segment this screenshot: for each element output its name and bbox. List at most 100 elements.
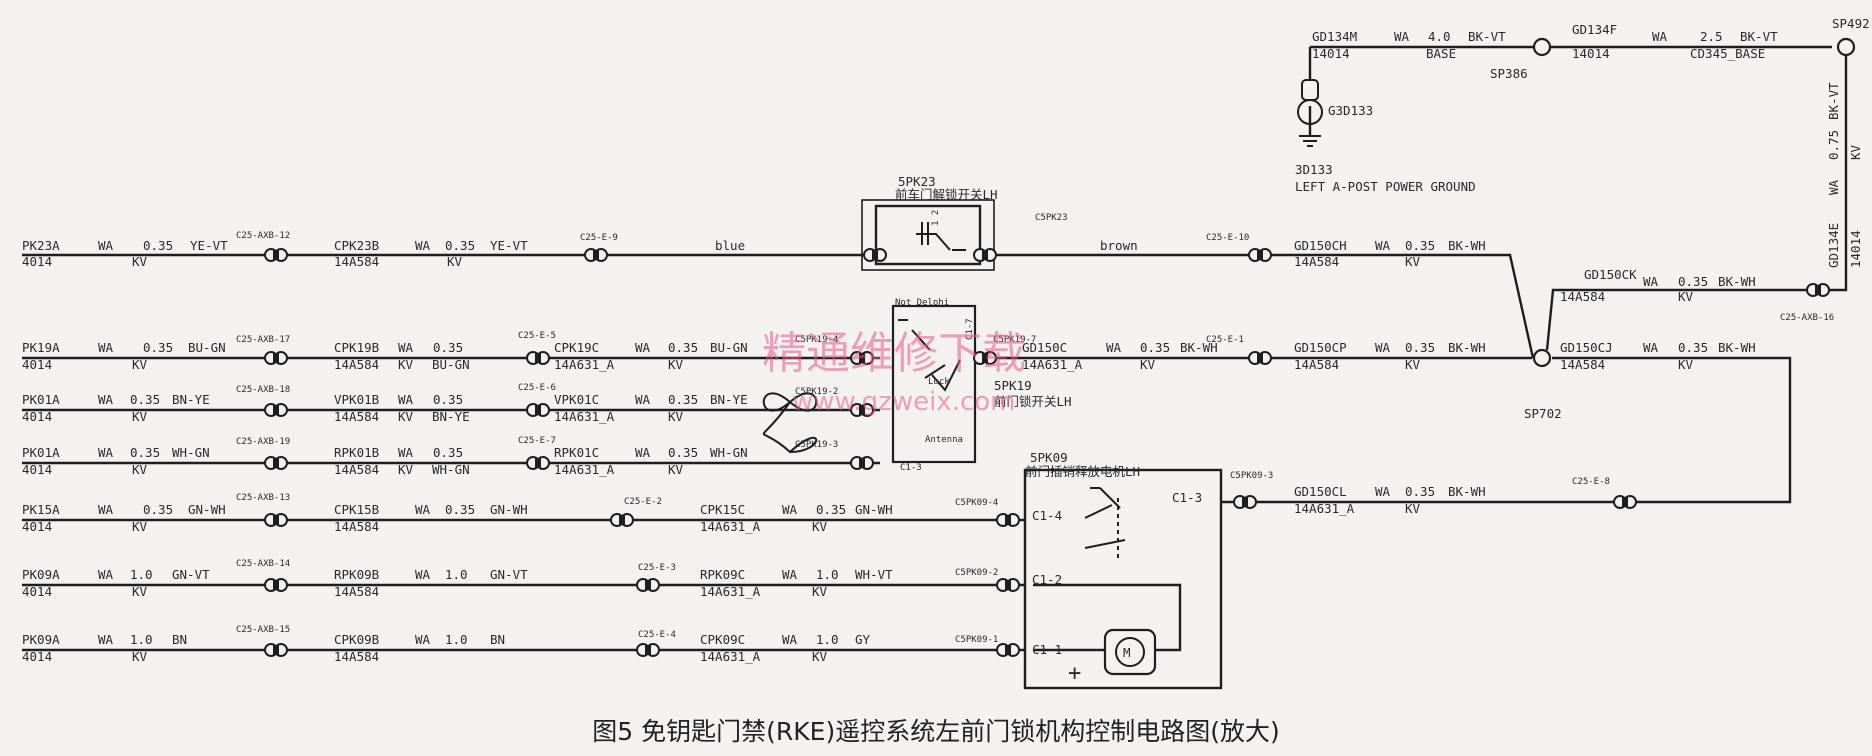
svg-text:blue: blue <box>715 238 745 253</box>
label-sp492: SP492 <box>1832 16 1870 31</box>
svg-text:14A584: 14A584 <box>334 584 379 599</box>
svg-text:WA: WA <box>1375 340 1391 355</box>
svg-text:WA: WA <box>398 392 414 407</box>
component-5pk19: Not Delphi Lock Antenna C1-3 C1-7 5PK19 … <box>795 298 1072 473</box>
svg-text:WA: WA <box>635 445 651 460</box>
svg-text:KV: KV <box>1405 357 1421 372</box>
svg-text:14A631_A: 14A631_A <box>700 649 761 664</box>
svg-text:GD150CJ: GD150CJ <box>1560 340 1613 355</box>
svg-text:14A631_A: 14A631_A <box>700 519 761 534</box>
svg-text:0.35: 0.35 <box>143 340 173 355</box>
motor-icon: M <box>1123 645 1131 660</box>
svg-text:CPK19C: CPK19C <box>554 340 599 355</box>
watermark-main: 精通维修下载 <box>762 328 1026 379</box>
svg-text:WA: WA <box>98 502 114 517</box>
svg-text:14A584: 14A584 <box>334 357 379 372</box>
svg-text:14A584: 14A584 <box>1294 254 1339 269</box>
svg-text:4014: 4014 <box>22 462 52 477</box>
svg-text:0.35: 0.35 <box>433 340 463 355</box>
svg-text:4014: 4014 <box>22 584 52 599</box>
label-c5pk09-3: C5PK09-3 <box>1230 471 1273 481</box>
svg-text:1.0: 1.0 <box>445 567 468 582</box>
svg-text:KV: KV <box>132 254 148 269</box>
svg-text:GN-WH: GN-WH <box>855 502 893 517</box>
svg-text:C25-E-3: C25-E-3 <box>638 563 676 573</box>
svg-text:RPK01B: RPK01B <box>334 445 379 460</box>
svg-text:BN-YE: BN-YE <box>172 392 210 407</box>
svg-text:C25-E-2: C25-E-2 <box>624 497 662 507</box>
svg-text:WA: WA <box>782 567 798 582</box>
svg-text:BN-YE: BN-YE <box>710 392 748 407</box>
label-gd134f-sub: 14014 <box>1572 46 1610 61</box>
svg-text:RPK09C: RPK09C <box>700 567 745 582</box>
svg-text:1.0: 1.0 <box>445 632 468 647</box>
svg-text:GD150C: GD150C <box>1022 340 1067 355</box>
svg-text:CPK15B: CPK15B <box>334 502 379 517</box>
svg-text:KV: KV <box>1678 289 1694 304</box>
label-5pk19-lock: Lock <box>928 377 950 387</box>
svg-text:KV: KV <box>132 357 148 372</box>
svg-text:KV: KV <box>668 357 684 372</box>
svg-text:4014: 4014 <box>22 254 52 269</box>
label-vr-size: 0.75 <box>1826 130 1841 160</box>
svg-text:0.35: 0.35 <box>1678 340 1708 355</box>
svg-text:WA: WA <box>398 445 414 460</box>
svg-text:BK-WH: BK-WH <box>1448 238 1486 253</box>
svg-text:0.35: 0.35 <box>816 502 846 517</box>
svg-text:14A631_A: 14A631_A <box>554 357 615 372</box>
svg-text:WA: WA <box>782 502 798 517</box>
svg-text:14A631_A: 14A631_A <box>554 409 615 424</box>
label-gd134f-size: 2.5 <box>1700 29 1723 44</box>
svg-text:CPK09B: CPK09B <box>334 632 379 647</box>
label-c5pk19-4: C5PK19-4 <box>795 335 838 345</box>
svg-text:PK09A: PK09A <box>22 632 60 647</box>
label-gd134f-color: BK-VT <box>1740 29 1778 44</box>
svg-text:GN-WH: GN-WH <box>188 502 226 517</box>
label-5pk19-antenna: Antenna <box>925 435 963 445</box>
svg-text:PK19A: PK19A <box>22 340 60 355</box>
svg-text:KV: KV <box>447 254 463 269</box>
svg-text:KV: KV <box>1405 254 1421 269</box>
svg-text:KV: KV <box>132 462 148 477</box>
label-5pk23-id: 5PK23 <box>898 174 936 189</box>
label-gd134m-wa: WA <box>1394 29 1410 44</box>
svg-text:GN-WH: GN-WH <box>490 502 528 517</box>
svg-text:KV: KV <box>132 649 148 664</box>
splice-sp702 <box>1532 348 1552 368</box>
svg-text:CPK09C: CPK09C <box>700 632 745 647</box>
svg-text:KV: KV <box>398 409 414 424</box>
svg-text:KV: KV <box>132 584 148 599</box>
label-c5pk09-4: C5PK09-4 <box>955 498 998 508</box>
svg-text:KV: KV <box>668 409 684 424</box>
svg-text:0.35: 0.35 <box>668 445 698 460</box>
svg-text:WA: WA <box>635 340 651 355</box>
ground-g3d133 <box>1297 79 1323 147</box>
svg-text:1.0: 1.0 <box>130 632 153 647</box>
svg-text:KV: KV <box>668 462 684 477</box>
label-vr-wa: WA <box>1826 179 1841 195</box>
svg-text:BN-YE: BN-YE <box>432 409 470 424</box>
label-gd134f: GD134F <box>1572 22 1617 37</box>
svg-text:BN: BN <box>490 632 505 647</box>
label-5pk09-c1-2: C1-2 <box>1032 572 1062 587</box>
svg-text:WH-VT: WH-VT <box>855 567 893 582</box>
svg-text:1.0: 1.0 <box>816 632 839 647</box>
svg-text:GN-VT: GN-VT <box>490 567 528 582</box>
svg-text:KV: KV <box>398 462 414 477</box>
svg-text:GY: GY <box>855 632 871 647</box>
svg-text:1.0: 1.0 <box>130 567 153 582</box>
svg-text:WA: WA <box>635 392 651 407</box>
label-5pk09-c1-4: C1-4 <box>1032 508 1062 523</box>
label-gd134m-base: BASE <box>1426 46 1456 61</box>
svg-text:PK01A: PK01A <box>22 445 60 460</box>
svg-text:RPK09B: RPK09B <box>334 567 379 582</box>
label-c5pk09-1: C5PK09-1 <box>955 635 998 645</box>
label-vr-sub: 14014 <box>1848 230 1863 268</box>
svg-text:GD150CH: GD150CH <box>1294 238 1347 253</box>
svg-text:4014: 4014 <box>22 409 52 424</box>
label-vr-color: BK-VT <box>1826 82 1841 120</box>
svg-text:4014: 4014 <box>22 649 52 664</box>
svg-text:BN: BN <box>172 632 187 647</box>
svg-text:1.0: 1.0 <box>816 567 839 582</box>
svg-text:4014: 4014 <box>22 519 52 534</box>
